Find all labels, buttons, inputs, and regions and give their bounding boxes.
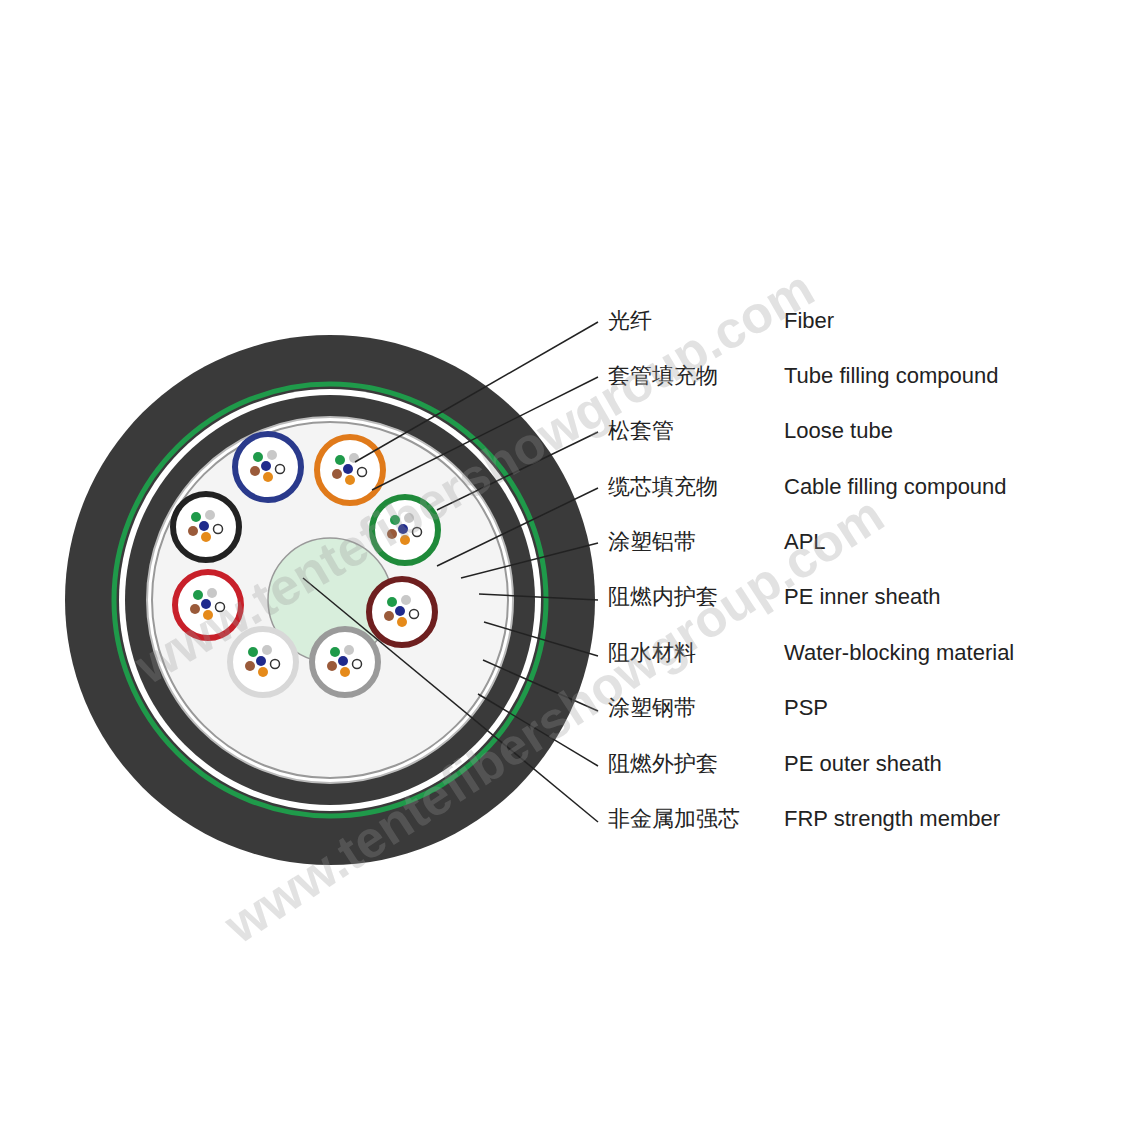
part-name-zh: 缆芯填充物	[608, 475, 718, 499]
part-name-zh: 非金属加强芯	[608, 807, 740, 831]
part-name-en: PE outer sheath	[784, 752, 942, 776]
part-name-en: Water-blocking material	[784, 641, 1014, 665]
part-name-en: Tube filling compound	[784, 364, 998, 388]
part-name-zh: 涂塑铝带	[608, 530, 696, 554]
part-name-en: Loose tube	[784, 419, 893, 443]
part-name-zh: 阻燃外护套	[608, 752, 718, 776]
part-name-zh: 光纤	[608, 309, 652, 333]
part-name-en: PSP	[784, 696, 828, 720]
part-name-en: Cable filling compound	[784, 475, 1007, 499]
part-name-en: FRP strength member	[784, 807, 1000, 831]
